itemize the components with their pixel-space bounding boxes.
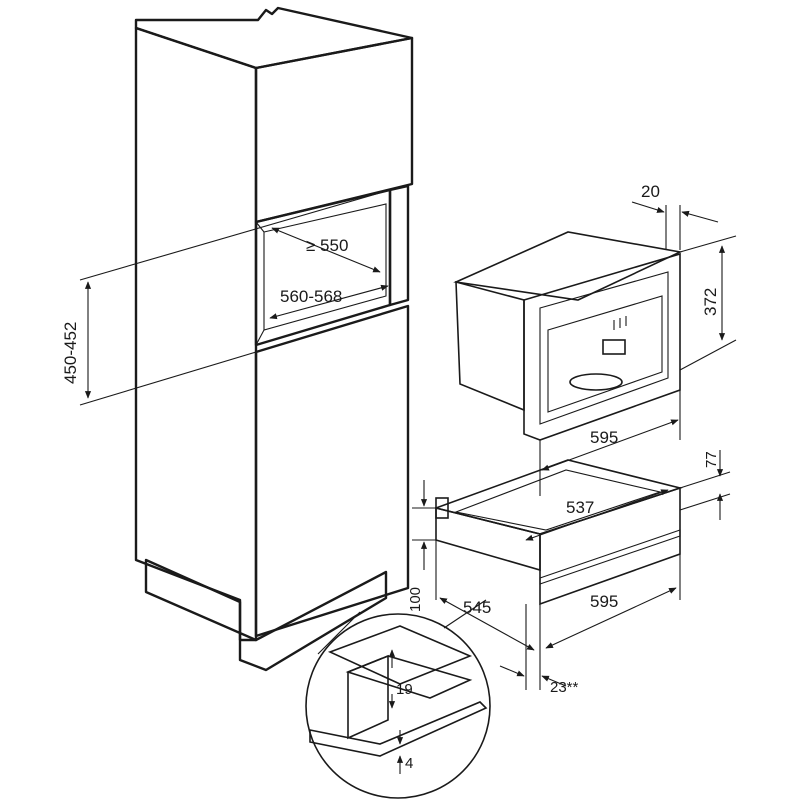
niche-edge	[255, 221, 265, 233]
front-overhang-dimension: 23**	[499, 604, 579, 696]
niche-frame-right	[388, 184, 410, 307]
machine-top	[453, 231, 683, 301]
niche-width-label: 560-568	[280, 287, 342, 306]
front-overhang-label: 23**	[550, 679, 579, 696]
appliance-width-label: 595	[590, 428, 618, 447]
drawer-depth-label: 545	[463, 598, 491, 617]
niche-height-dimension: 450-452	[61, 189, 391, 406]
niche-width-dimension: 560-568	[269, 284, 389, 320]
drawer-height-label: 77	[703, 451, 720, 468]
cabinet-side-panel	[134, 26, 258, 642]
niche-depth-dimension: ≥ 550	[271, 227, 381, 273]
cabinet-top	[134, 6, 414, 70]
offset-label: 20	[641, 182, 660, 201]
detail-magnifier: 19 4	[305, 599, 491, 799]
upper-door	[254, 36, 414, 224]
cabinet-plinth	[144, 558, 388, 672]
gap-bottom-label: 4	[405, 755, 413, 772]
detail-upper-door-edge	[327, 625, 473, 685]
drawer-front-trim	[539, 529, 681, 585]
warming-drawer	[433, 459, 683, 606]
drawer-front-height-dimension: 100	[407, 480, 436, 612]
niche-edge	[255, 329, 265, 346]
detail-drawer-top	[345, 655, 473, 699]
drawer-height-dimension: 77	[679, 450, 731, 520]
coffee-machine	[453, 231, 683, 441]
machine-front-frame	[523, 252, 681, 441]
appliance-height-dimension: 372	[679, 235, 737, 371]
detail-cabinet-edge	[309, 701, 488, 757]
drawer-front	[539, 486, 681, 606]
drawer-front-height-label: 100	[407, 587, 424, 612]
drawer-depth-dimension: 545	[435, 540, 535, 651]
machine-display-area	[547, 295, 663, 413]
drawer-side	[435, 506, 541, 572]
drawer-inner-width-dimension: 537	[525, 489, 669, 541]
niche-interior	[254, 188, 392, 347]
drawer-width-dimension: 595	[539, 554, 681, 690]
gap-top-label: 19	[396, 681, 413, 698]
drawer-width-label: 595	[590, 592, 618, 611]
niche-height-label: 450-452	[61, 322, 80, 384]
appliance-offset-dimension: 20	[631, 182, 719, 250]
niche-depth-label: ≥ 550	[306, 236, 348, 255]
drawer-inner-width-label: 537	[566, 498, 594, 517]
appliance-height-label: 372	[701, 288, 720, 316]
detail-drawer-front	[347, 654, 389, 740]
machine-front-panel	[539, 271, 669, 425]
machine-body-side	[455, 280, 525, 412]
coffee-spout-icon	[569, 316, 627, 391]
lower-door	[254, 304, 410, 638]
tall-cabinet	[134, 6, 414, 672]
